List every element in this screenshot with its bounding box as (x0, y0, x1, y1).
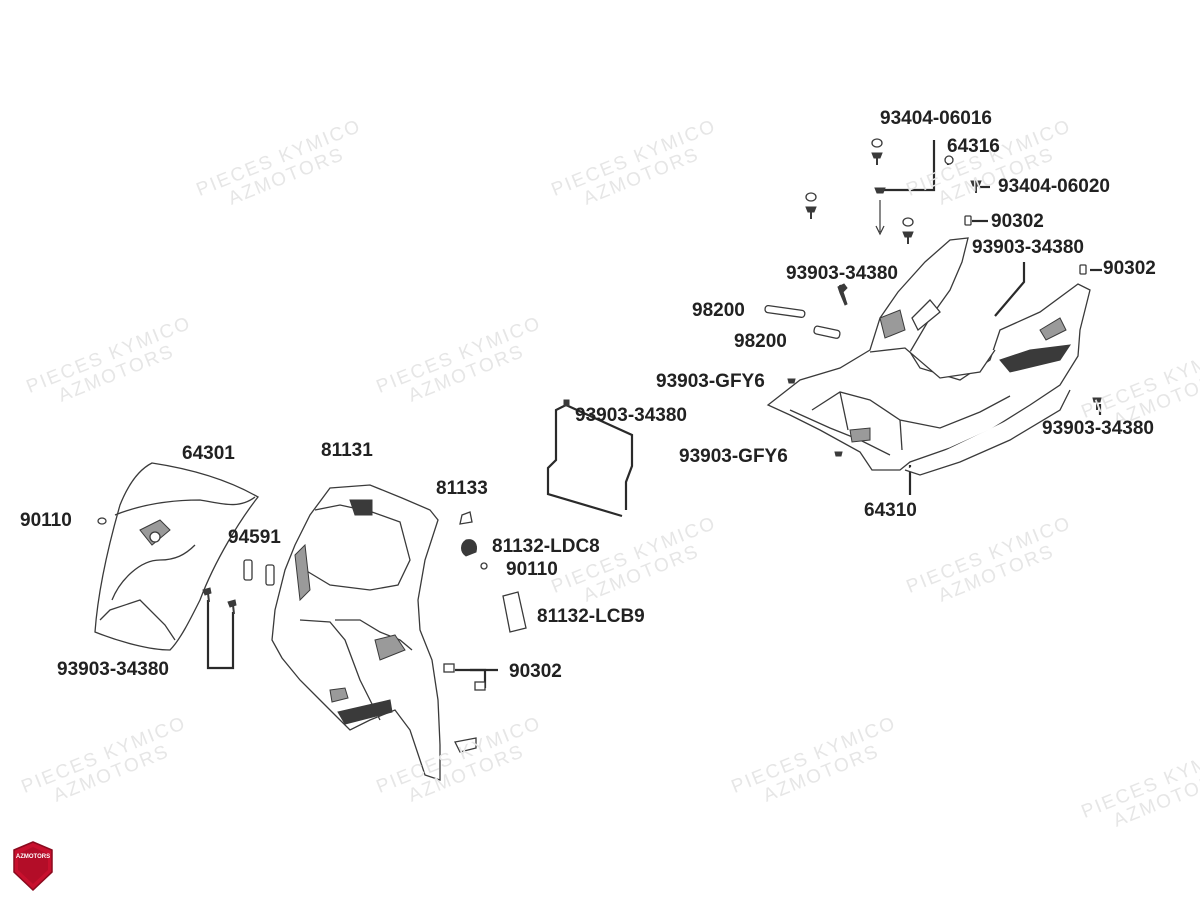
part-label: 64316 (947, 136, 1000, 157)
part-label: 90110 (506, 559, 558, 580)
washer-90110 (480, 562, 488, 570)
part-label: 98200 (734, 331, 787, 352)
part-label: 94591 (228, 527, 281, 548)
screw-gfy6 (834, 451, 843, 457)
leader-93903-34380-b (994, 262, 1026, 317)
part-label: 93903-34380 (1042, 418, 1154, 439)
part-label: 90302 (991, 211, 1044, 232)
part-label: 81132-LDC8 (492, 536, 600, 557)
leg-shield-81131 (271, 484, 477, 781)
leader-93903-34380-e (206, 600, 235, 670)
clip-81132-ldc8 (461, 539, 477, 557)
middle-parts (97, 399, 570, 691)
rubber-cap (805, 192, 817, 202)
part-label: 93404-06016 (880, 108, 992, 129)
screw-head (805, 206, 817, 213)
part-label: 93903-34380 (786, 263, 898, 284)
nut-90302 (474, 681, 486, 691)
part-label: 90302 (1103, 258, 1156, 279)
part-label: 93903-34380 (57, 659, 169, 680)
part-label: 98200 (692, 300, 745, 321)
washer-90110 (97, 517, 107, 525)
nut-90302 (964, 215, 972, 226)
nut-90302 (443, 663, 455, 673)
floor-panel-64310 (766, 237, 1091, 476)
plate-81132-lcb9 (502, 591, 527, 633)
screw-93903-34380 (837, 283, 848, 306)
arrow-down-icon (875, 225, 885, 236)
screw-gfy6 (787, 378, 796, 384)
part-label: 64310 (864, 500, 917, 521)
screw-93404-06020 (970, 180, 982, 187)
front-shield-64301 (94, 462, 259, 651)
pin-98200 (764, 304, 806, 319)
rubber-cap (902, 217, 914, 227)
pin-98200 (813, 325, 841, 339)
part-label: 90110 (20, 510, 72, 531)
part-label: 93404-06020 (998, 176, 1110, 197)
part-label: 81131 (321, 440, 373, 461)
screw-head (871, 152, 883, 159)
part-label: 81132-LCB9 (537, 606, 645, 627)
leader-93903-34380-c (546, 404, 623, 518)
azmotors-logo (13, 841, 53, 892)
nut-90302 (1079, 264, 1087, 275)
clip-94591 (243, 559, 253, 581)
clip-94591 (265, 564, 275, 586)
rubber-cap (871, 138, 883, 148)
part-label: 93903-GFY6 (656, 371, 765, 392)
part-label: 93903-GFY6 (679, 446, 788, 467)
logo-text: AZMOTORS (15, 854, 51, 860)
part-label: 81133 (436, 478, 488, 499)
part-label: 64301 (182, 443, 235, 464)
rubber-cap-64316 (944, 155, 954, 165)
screw-head (1092, 397, 1102, 403)
part-label: 93903-34380 (972, 237, 1084, 258)
part-label: 90302 (509, 661, 562, 682)
screw-head (874, 187, 886, 194)
part-label: 93903-34380 (575, 405, 687, 426)
clip-81133 (459, 511, 473, 525)
leader-93903-34380-c-right (565, 403, 634, 510)
leader-93404-06016 (884, 140, 936, 192)
screw-head (902, 231, 914, 238)
small-fasteners (764, 138, 1102, 457)
